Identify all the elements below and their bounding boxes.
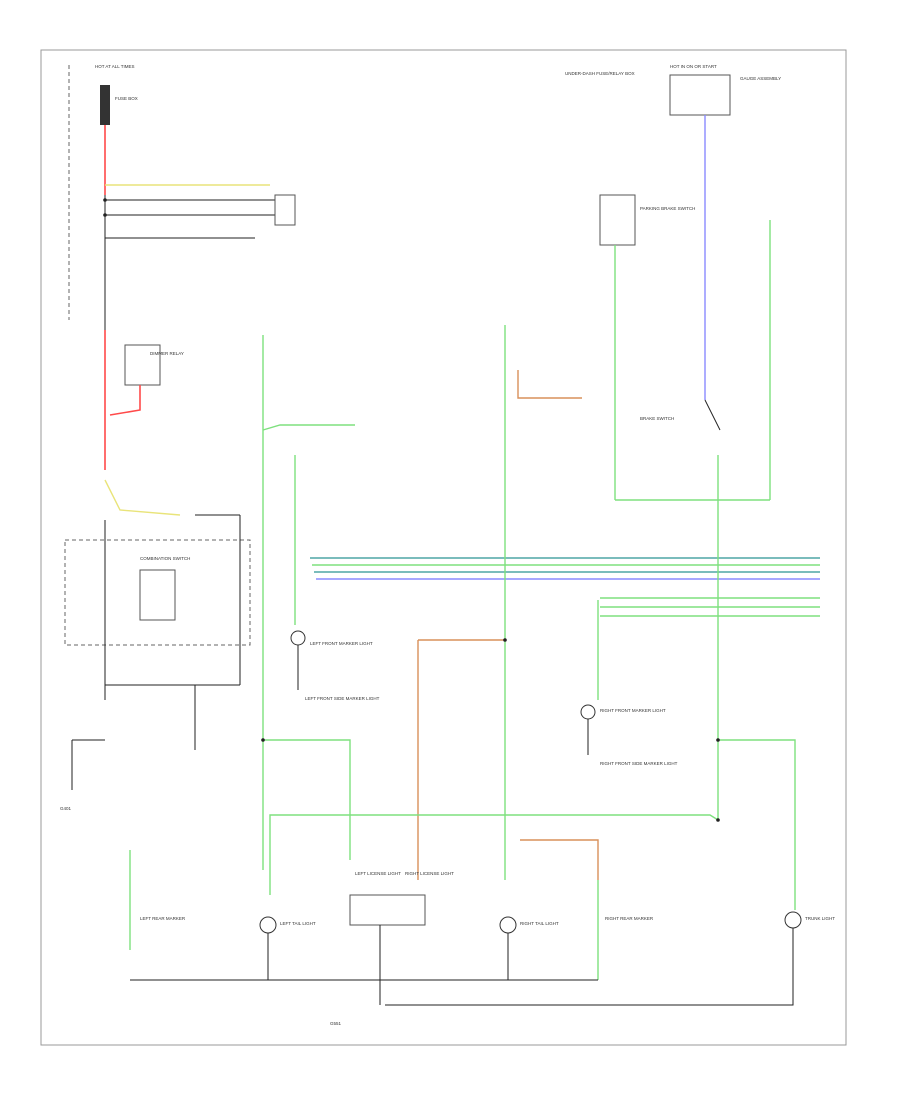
label-trunk: TRUNK LIGHT: [805, 916, 835, 921]
center-orange: [517, 370, 582, 399]
junction-dot: [103, 198, 107, 202]
label-dimmer: DIMMER RELAY: [150, 351, 184, 356]
gauge-box: [669, 74, 731, 116]
label-ground-right: G551: [330, 1021, 342, 1026]
diagram-frame: [40, 49, 847, 1046]
center-orange-2: [417, 639, 505, 880]
main-fuse: [100, 85, 110, 125]
left-green-branch: [262, 424, 355, 431]
relay-wire-red: [109, 385, 141, 416]
label-fuse-main: FUSE BOX: [115, 96, 138, 101]
label-parking: PARKING BRAKE SWITCH: [640, 206, 695, 211]
label-lf-marker: LEFT FRONT MARKER LIGHT: [310, 641, 373, 646]
right-tail-bulb: [499, 916, 517, 934]
label-gauge: GAUGE ASSEMBLY: [740, 76, 781, 81]
junction-dot: [716, 818, 720, 822]
ground-trunk: [385, 928, 794, 1006]
junction-dot: [503, 638, 507, 642]
combination-switch-boundary: [64, 539, 251, 646]
license-box: [349, 894, 426, 926]
label-l-tail: LEFT TAIL LIGHT: [280, 921, 316, 926]
right-front-marker-bulb: [580, 704, 596, 720]
combo-wire-yellow: [104, 479, 181, 516]
label-lr-marker: LEFT REAR MARKER: [140, 916, 186, 921]
rear-green-run-2: [263, 739, 351, 860]
left-front-marker-bulb: [290, 630, 306, 646]
dimmer-relay-box: [124, 344, 161, 386]
label-lf-side: LEFT FRONT SIDE MARKER LIGHT: [305, 696, 380, 701]
label-r-license: RIGHT LICENSE LIGHT: [405, 871, 454, 876]
junction-dot: [716, 738, 720, 742]
label-hot-on: HOT IN ON OR START: [670, 64, 717, 69]
label-ground-left: G401: [60, 806, 72, 811]
label-rf-side: RIGHT FRONT SIDE MARKER LIGHT: [600, 761, 678, 766]
left-tail-bulb: [259, 916, 277, 934]
brake-switch: [704, 399, 721, 431]
parking-brake-box: [599, 194, 636, 246]
rear-green-run: [269, 814, 719, 895]
label-combo: COMBINATION SWITCH: [140, 556, 190, 561]
label-rf-marker: RIGHT FRONT MARKER LIGHT: [600, 708, 666, 713]
rear-right-run: [718, 739, 796, 910]
relay-box-top: [274, 194, 296, 226]
label-under-dash: UNDER-DASH FUSE/RELAY BOX: [565, 71, 635, 76]
trunk-bulb: [784, 911, 802, 929]
junction-dot: [261, 738, 265, 742]
label-hot-all: HOT AT ALL TIMES: [95, 64, 135, 69]
combination-switch-inner: [139, 569, 176, 621]
label-rr-marker: RIGHT REAR MARKER: [605, 916, 654, 921]
rear-orange-run: [520, 839, 599, 880]
junction-dot: [103, 213, 107, 217]
label-r-tail: RIGHT TAIL LIGHT: [520, 921, 559, 926]
label-brake: BRAKE SWITCH: [640, 416, 674, 421]
label-l-license: LEFT LICENSE LIGHT: [355, 871, 401, 876]
